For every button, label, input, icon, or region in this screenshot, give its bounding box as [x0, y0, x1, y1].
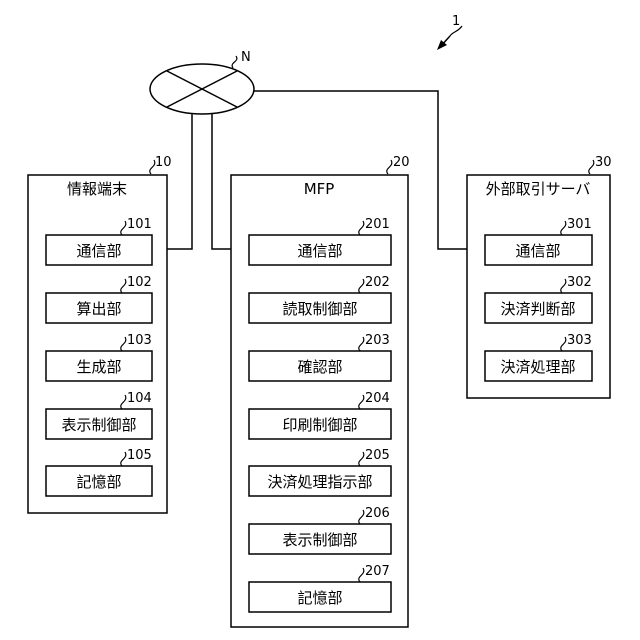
terminal-ref: 10 — [155, 155, 172, 170]
terminal-unit-label: 表示制御部 — [61, 416, 136, 434]
mfp-title: MFP — [304, 180, 335, 198]
server-ref-leader — [589, 160, 594, 174]
mfp-unit-ref: 203 — [365, 333, 390, 348]
network-ref-leader — [232, 56, 237, 68]
terminal-unit-ref: 105 — [127, 448, 152, 463]
network-ref: N — [241, 50, 251, 65]
mfp-unit-label: 記憶部 — [297, 589, 342, 607]
terminal-unit-ref: 102 — [127, 275, 152, 290]
server-unit-label: 通信部 — [515, 242, 560, 260]
link-terminal-network — [167, 114, 192, 249]
terminal-unit-label: 通信部 — [76, 242, 121, 260]
mfp-unit-label: 読取制御部 — [282, 300, 357, 318]
mfp-unit-label: 確認部 — [297, 358, 342, 376]
server-block: 外部取引サーバ 30 通信部 301 決済判断部 302 決済処理部 303 — [467, 155, 612, 398]
mfp-unit-ref: 206 — [365, 506, 390, 521]
terminal-unit-label: 生成部 — [76, 358, 121, 376]
server-unit-label: 決済処理部 — [500, 358, 575, 376]
mfp-block: MFP 20 通信部 201 読取制御部 202 確認部 203 印刷制御部 2… — [231, 155, 410, 627]
terminal-unit-label: 記憶部 — [76, 473, 121, 491]
terminal-block: 情報端末 10 通信部 101 算出部 102 生成部 103 表示制御部 10… — [28, 155, 172, 513]
mfp-unit-label: 通信部 — [297, 242, 342, 260]
mfp-unit-label: 印刷制御部 — [282, 416, 357, 434]
mfp-unit-ref: 204 — [365, 391, 390, 406]
mfp-unit-ref: 202 — [365, 275, 390, 290]
server-unit-ref: 302 — [567, 275, 592, 290]
server-title: 外部取引サーバ — [486, 180, 591, 198]
terminal-unit-ref: 101 — [127, 217, 152, 232]
terminal-unit-ref: 104 — [127, 391, 152, 406]
mfp-unit-ref: 207 — [365, 564, 390, 579]
server-unit-ref: 301 — [567, 217, 592, 232]
mfp-ref-leader — [387, 160, 392, 174]
mfp-unit-ref: 201 — [365, 217, 390, 232]
mfp-ref: 20 — [393, 155, 410, 170]
terminal-title: 情報端末 — [67, 180, 127, 198]
server-unit-ref: 303 — [567, 333, 592, 348]
mfp-unit-ref: 205 — [365, 448, 390, 463]
mfp-unit-label: 表示制御部 — [282, 531, 357, 549]
terminal-unit-ref: 103 — [127, 333, 152, 348]
figure-ref: 1 — [452, 14, 460, 29]
server-unit-label: 決済判断部 — [500, 300, 575, 318]
mfp-unit-label: 決済処理指示部 — [267, 473, 372, 491]
server-ref: 30 — [595, 155, 612, 170]
terminal-unit-label: 算出部 — [76, 300, 121, 318]
